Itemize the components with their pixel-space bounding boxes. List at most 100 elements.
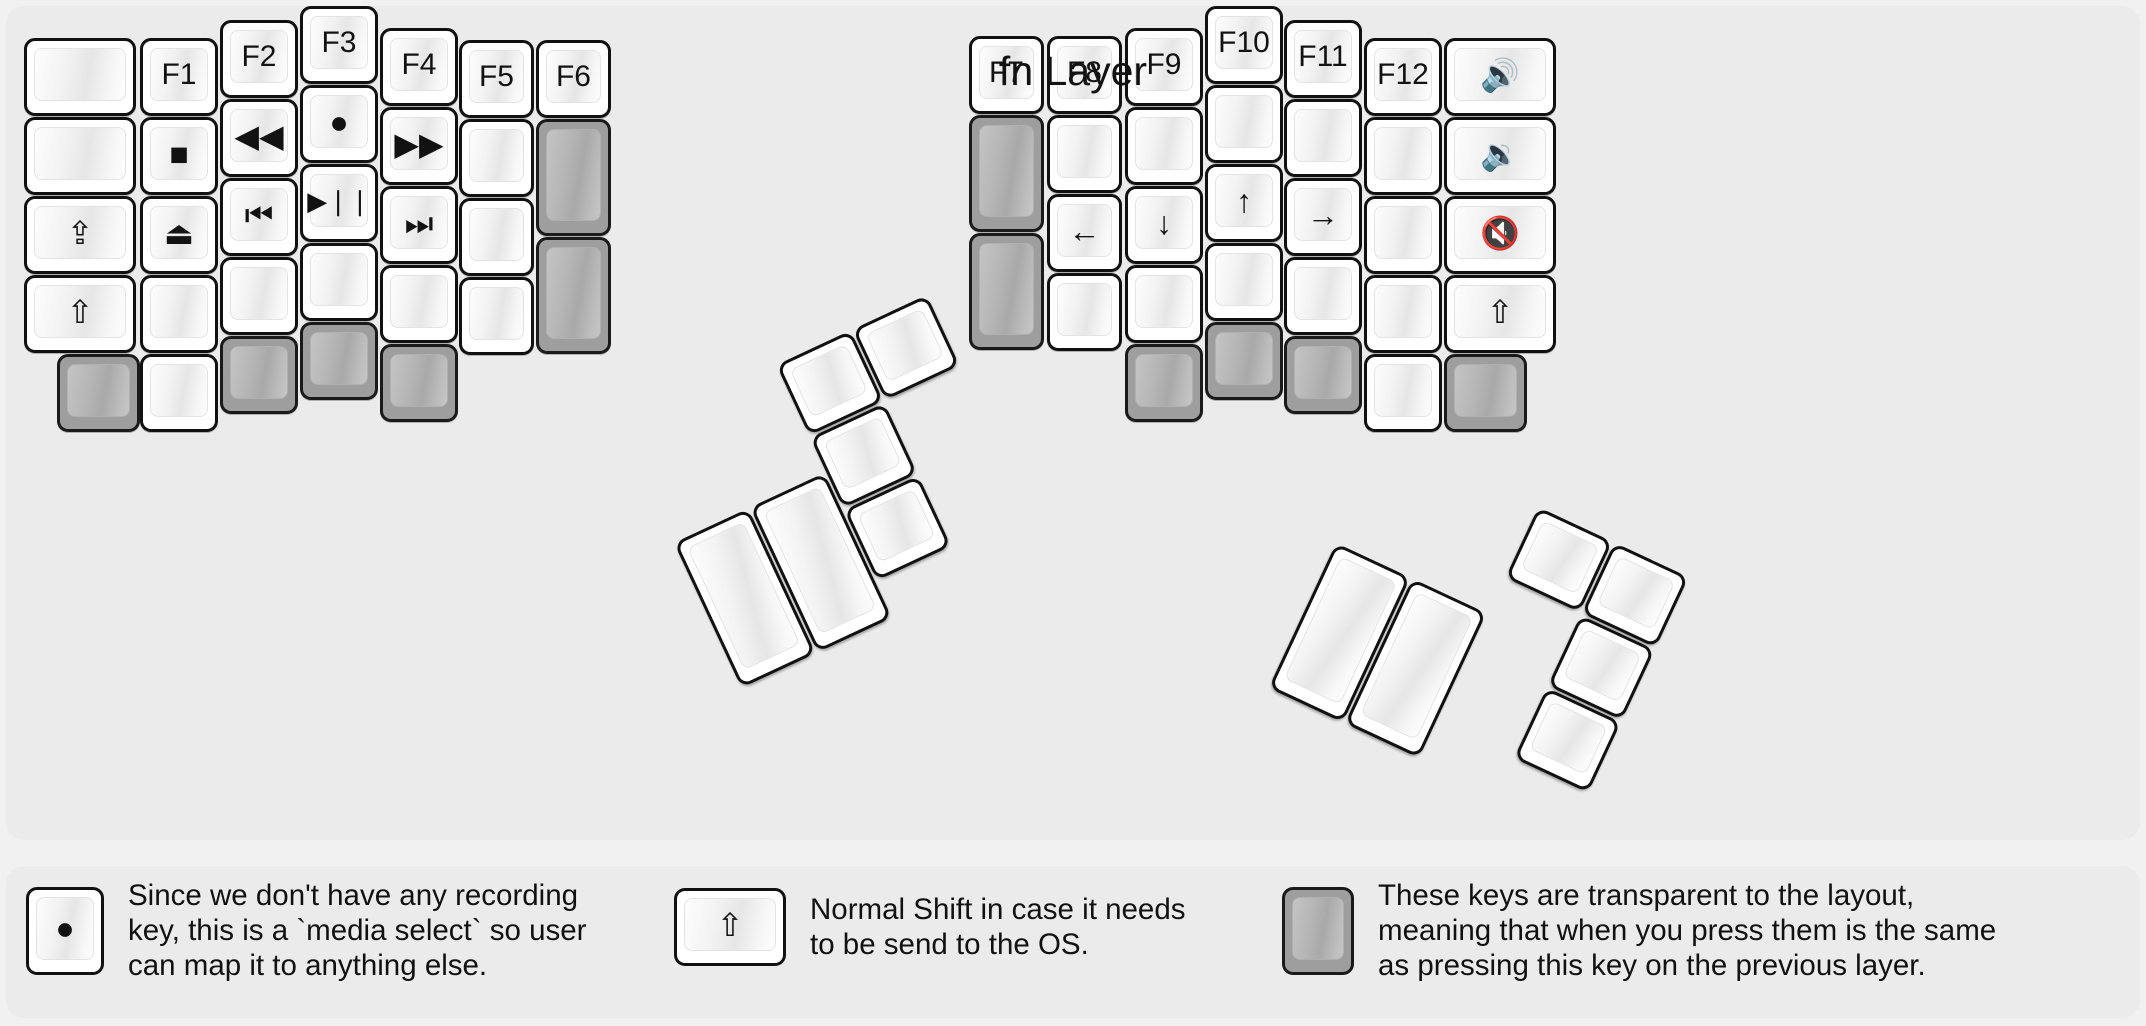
key-f3[interactable]: F3: [300, 6, 378, 84]
key-trans-r3c1[interactable]: [969, 233, 1044, 350]
key-blank-r4c5-cap: [1294, 267, 1352, 320]
key-shift-right[interactable]: ⇧: [1444, 275, 1556, 353]
key-shift-right-label: ⇧: [1486, 293, 1514, 330]
key-blank-r2c3-cap: [1135, 117, 1193, 170]
key-volume-down[interactable]: 🔉: [1444, 117, 1556, 195]
key-stop-label: ■: [169, 135, 189, 172]
right-thumb-cluster: [1259, 436, 1748, 877]
key-trans-r5c3[interactable]: [1125, 344, 1203, 422]
key-trans-l5c3[interactable]: [220, 336, 298, 414]
key-rewind-label: ◀◀: [234, 117, 284, 154]
legend-shift: ⇧Normal Shift in case it needs to be sen…: [674, 888, 1185, 966]
key-blank-l2c1[interactable]: [24, 117, 136, 195]
key-f10[interactable]: F10: [1205, 6, 1283, 84]
legend-shift-glyph-icon: ⇧: [716, 906, 744, 943]
key-f12-label: F12: [1377, 57, 1429, 91]
key-stop[interactable]: ■: [140, 117, 218, 195]
key-blank-l4c4[interactable]: [300, 243, 378, 321]
key-blank-r4c4-cap: [1215, 253, 1273, 306]
key-fast-forward[interactable]: ▶▶: [380, 107, 458, 185]
key-f8[interactable]: F8: [1047, 36, 1122, 114]
legend-transparent-key: [1282, 886, 1354, 975]
key-f5[interactable]: F5: [459, 40, 534, 118]
key-blank-r5c6-cap: [1374, 364, 1432, 417]
key-stop-cap: ■: [150, 127, 208, 180]
key-volume-up[interactable]: 🔊: [1444, 38, 1556, 116]
key-trans-l3c7[interactable]: [536, 237, 611, 354]
key-f9-cap: F9: [1135, 38, 1193, 91]
key-blank-l4c5[interactable]: [380, 265, 458, 343]
key-f1[interactable]: F1: [140, 38, 218, 116]
key-blank-l2c6[interactable]: [459, 119, 534, 197]
key-blank-r2c2[interactable]: [1047, 115, 1122, 193]
key-f6[interactable]: F6: [536, 40, 611, 118]
key-blank-l5c2[interactable]: [140, 354, 218, 432]
key-f7[interactable]: F7: [969, 36, 1044, 114]
key-volume-mute[interactable]: 🔇: [1444, 196, 1556, 274]
key-blank-l4c6[interactable]: [459, 277, 534, 355]
key-blank-r4c5[interactable]: [1284, 257, 1362, 335]
key-blank-r4c4[interactable]: [1205, 243, 1283, 321]
key-eject[interactable]: ⏏: [140, 196, 218, 274]
key-record[interactable]: ●: [300, 85, 378, 163]
legend-record: ●Since we don't have any recording key, …: [26, 878, 587, 983]
key-rewind[interactable]: ◀◀: [220, 99, 298, 177]
key-blank-r2c4[interactable]: [1205, 85, 1283, 163]
key-f4-label: F4: [401, 47, 437, 81]
key-blank-r4c2[interactable]: [1047, 273, 1122, 351]
key-trans-l2c7-cap: [546, 129, 601, 221]
key-volume-down-label: 🔉: [1480, 135, 1520, 172]
key-f7-cap: F7: [979, 46, 1034, 99]
key-trans-r5c4[interactable]: [1205, 322, 1283, 400]
key-f11[interactable]: F11: [1284, 20, 1362, 98]
key-arrow-down[interactable]: ↓: [1125, 186, 1203, 264]
key-f2[interactable]: F2: [220, 20, 298, 98]
key-blank-r2c5[interactable]: [1284, 99, 1362, 177]
key-blank-l4c3[interactable]: [220, 257, 298, 335]
key-trans-r5c5-cap: [1294, 346, 1352, 399]
key-blank-l4c2[interactable]: [140, 275, 218, 353]
key-f4[interactable]: F4: [380, 28, 458, 106]
key-blank-r4c6[interactable]: [1364, 275, 1442, 353]
key-play-pause[interactable]: ▶❘❘: [300, 164, 378, 242]
key-trans-r2c1[interactable]: [969, 115, 1044, 232]
key-f9[interactable]: F9: [1125, 28, 1203, 106]
key-f12[interactable]: F12: [1364, 38, 1442, 116]
key-blank-r5c6[interactable]: [1364, 354, 1442, 432]
key-blank-l1c1[interactable]: [24, 38, 136, 116]
key-blank-r4c3[interactable]: [1125, 265, 1203, 343]
key-trans-l5c4[interactable]: [300, 322, 378, 400]
legend-transparent-text: These keys are transparent to the layout…: [1378, 879, 1997, 983]
key-capslock-l3c1[interactable]: ⇪: [24, 196, 136, 274]
key-trans-r5c5[interactable]: [1284, 336, 1362, 414]
thumb-l-small-4-cap: [857, 488, 936, 563]
key-arrow-right[interactable]: →: [1284, 178, 1362, 256]
key-f10-cap: F10: [1215, 16, 1273, 69]
key-blank-r3c6[interactable]: [1364, 196, 1442, 274]
key-trans-l5c5[interactable]: [380, 344, 458, 422]
key-prev-track[interactable]: ⏮: [220, 178, 298, 256]
thumb-r-small-2-cap: [1596, 555, 1676, 631]
key-trans-l5c1[interactable]: [57, 354, 140, 432]
key-blank-r2c6[interactable]: [1364, 117, 1442, 195]
key-f7-label: F7: [988, 55, 1024, 89]
key-capslock-l3c1-cap: ⇪: [34, 206, 126, 259]
thumb-l-small-1-cap: [789, 343, 869, 418]
key-f8-label: F8: [1066, 55, 1102, 89]
key-trans-r5c7[interactable]: [1444, 354, 1527, 432]
key-blank-l3c6[interactable]: [459, 198, 534, 276]
key-blank-l2c1-cap: [34, 127, 126, 180]
key-blank-r4c2-cap: [1057, 283, 1112, 336]
key-arrow-up[interactable]: ↑: [1205, 164, 1283, 242]
key-blank-l4c2-cap: [150, 285, 208, 338]
key-shift-l4c1[interactable]: ⇧: [24, 275, 136, 353]
key-blank-r2c3[interactable]: [1125, 107, 1203, 185]
key-arrow-left[interactable]: ←: [1047, 194, 1122, 272]
key-shift-l4c1-cap: ⇧: [34, 285, 126, 338]
key-blank-r2c4-cap: [1215, 95, 1273, 148]
key-next-track[interactable]: ⏭: [380, 186, 458, 264]
key-trans-l5c4-cap: [310, 332, 368, 385]
key-record-cap: ●: [310, 95, 368, 148]
key-trans-l2c7[interactable]: [536, 119, 611, 236]
